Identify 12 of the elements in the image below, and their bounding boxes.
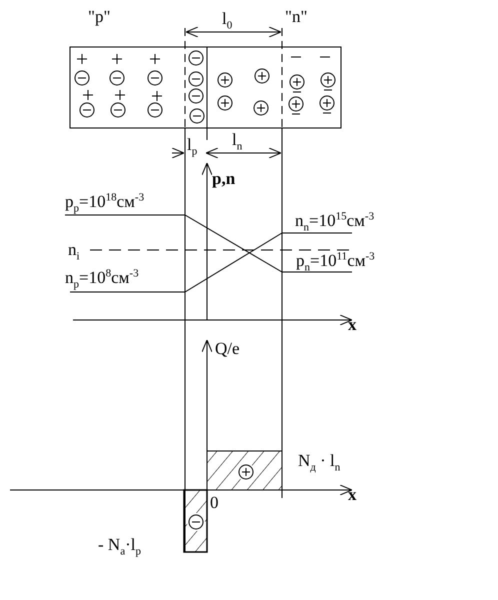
dimension-label: l$_{0}$ [222,10,232,27]
axis-label: Q/e [215,340,240,357]
concentration-label: n$_{n}$=10$^{15}$см$^{-3}$ [295,212,374,229]
concentration-label: p$_{n}$=10$^{11}$см$^{-3}$ [296,252,375,269]
quoted-letter: "p" [88,8,110,25]
quoted-letter: "n" [285,8,308,25]
axis-label: x [348,486,356,503]
origin-label: 0 [210,494,218,511]
axis-label: p,n [212,170,236,187]
level-label: n$_{i}$ [68,241,80,258]
dimension-label: l$_{n}$ [232,131,242,148]
axis-label: x [348,316,356,333]
